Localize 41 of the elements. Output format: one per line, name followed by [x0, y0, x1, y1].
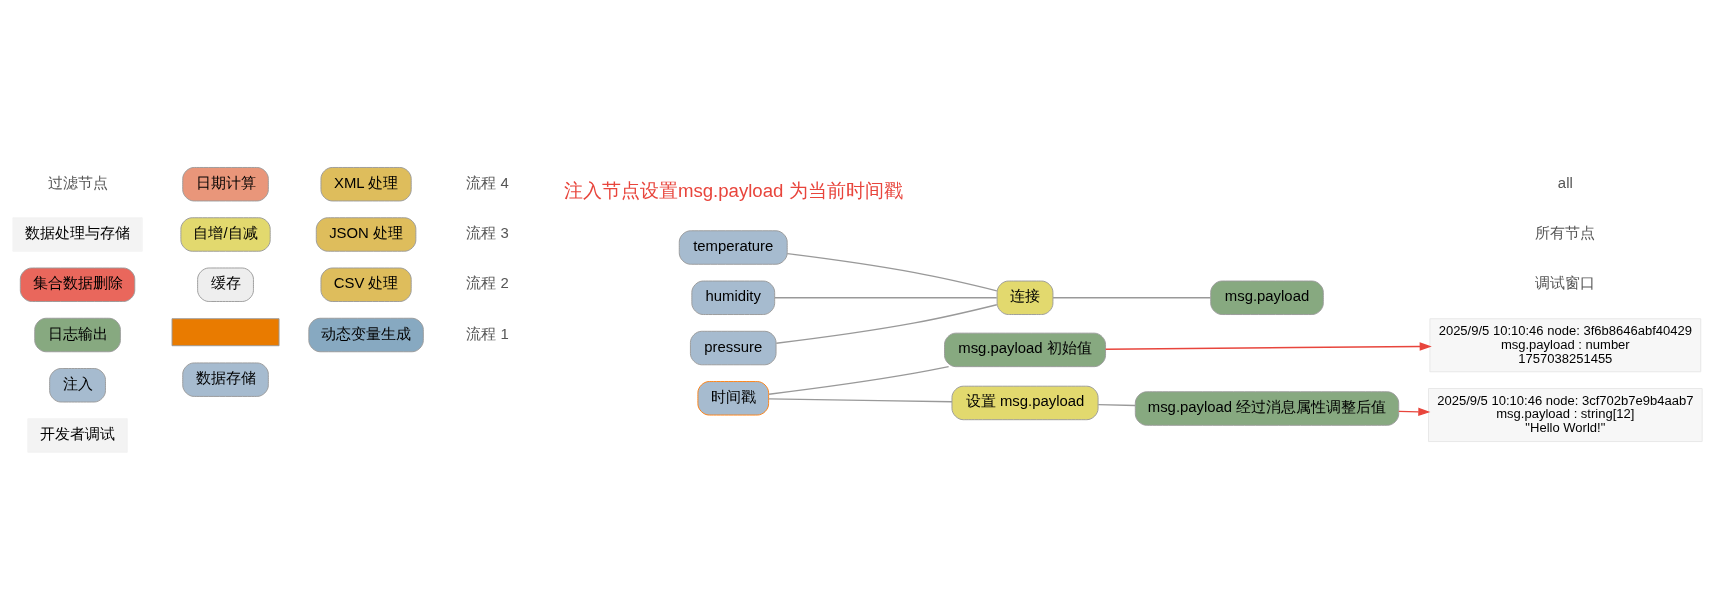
connector [768, 398, 953, 403]
node-box: msg.payload 初始值 [944, 332, 1106, 368]
node-box: 日志输出 [34, 317, 121, 353]
label: 调试窗口 [1535, 275, 1596, 292]
label: 流程 2 [466, 275, 509, 292]
node-box: 注入 [49, 368, 106, 403]
node-box: JSON 处理 [315, 217, 417, 252]
node-box [171, 318, 280, 347]
node-box: humidity [691, 280, 776, 315]
connector [1097, 403, 1136, 407]
label: 所有节点 [1535, 225, 1596, 242]
node-box: pressure [689, 330, 777, 366]
node-box: 日期计算 [182, 167, 269, 202]
node-box: temperature [678, 230, 788, 265]
connector [775, 304, 998, 344]
connector [774, 297, 998, 299]
label: all [1557, 174, 1573, 191]
node-box: 时间戳 [697, 381, 770, 416]
label: 过滤节点 [47, 174, 108, 191]
node-box: XML 处理 [320, 167, 412, 202]
node-box: 设置 msg.payload [951, 385, 1099, 421]
node-box: 数据存储 [182, 362, 269, 397]
node-box: msg.payload 经过消息属性调整后值 [1134, 391, 1400, 426]
node-box: 自增/自减 [180, 217, 271, 252]
node-box: 缓存 [197, 267, 254, 302]
arrow [1398, 407, 1431, 417]
label: 注入节点设置msg.payload 为当前时间戳 [563, 180, 903, 202]
connector [768, 366, 950, 395]
connector [1052, 297, 1212, 299]
label: 流程 1 [466, 325, 509, 342]
node-box: CSV 处理 [320, 267, 412, 302]
node-box: 集合数据删除 [19, 267, 136, 302]
node-box: 动态变量生成 [308, 317, 424, 353]
arrow [1105, 342, 1432, 351]
connector [786, 252, 998, 292]
node-box: 2025/9/5 10:10:46 node: 3cf702b7e9b4aab7 msg.payload : string[12] "Hello World!" [1428, 388, 1703, 443]
label: 流程 4 [466, 174, 509, 191]
label: 流程 3 [466, 225, 509, 242]
node-box: 2025/9/5 10:10:46 node: 3f6b8646abf40429 msg.payload : number 1757038251455 [1429, 318, 1702, 373]
node-box: 连接 [996, 280, 1054, 315]
node-box: msg.payload [1210, 280, 1324, 315]
